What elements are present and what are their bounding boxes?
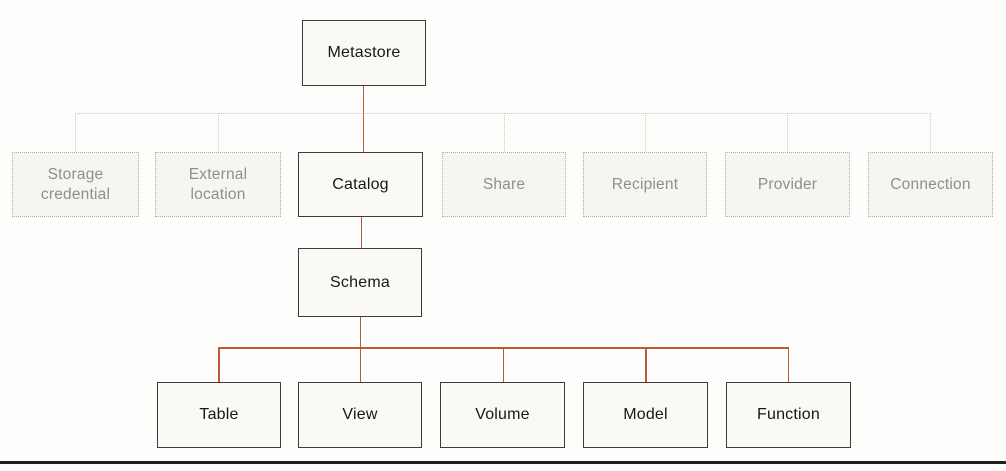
node-recipient-label: Recipient [611, 175, 679, 193]
node-table-label: Table [199, 406, 239, 423]
connector-metastore-catalog [362, 86, 364, 152]
node-storage-credential: Storage credential [12, 152, 139, 217]
node-view: View [298, 382, 422, 448]
node-catalog-label: Catalog [332, 175, 389, 193]
node-table: Table [157, 382, 281, 448]
node-connection: Connection [868, 152, 993, 217]
node-model-label: Model [623, 406, 668, 423]
node-provider: Provider [725, 152, 850, 217]
node-share-label: Share [482, 175, 526, 193]
connector-catalog-schema [360, 217, 362, 248]
node-external-location-label: External location [188, 166, 248, 203]
dotted-connector-stub-share [504, 113, 505, 152]
node-volume: Volume [440, 382, 565, 448]
dotted-connector-horizontal [75, 113, 930, 114]
dotted-connector-stub-storage-credential [75, 113, 76, 152]
node-storage-credential-label: Storage credential [40, 166, 111, 203]
node-function: Function [726, 382, 851, 448]
node-view-label: View [342, 406, 378, 423]
node-recipient: Recipient [583, 152, 707, 217]
node-volume-label: Volume [475, 406, 530, 423]
node-provider-label: Provider [757, 175, 818, 193]
connector-stub-function [787, 347, 789, 382]
connector-schema-down [359, 317, 361, 347]
connector-stub-view [359, 347, 361, 382]
node-catalog: Catalog [298, 152, 423, 217]
dotted-connector-stub-connection [930, 113, 931, 152]
dotted-connector-stub-provider [787, 113, 788, 152]
node-function-label: Function [757, 406, 820, 423]
node-schema: Schema [298, 248, 422, 317]
dotted-connector-stub-external-location [218, 113, 219, 152]
connector-stub-volume [502, 347, 504, 382]
connector-stub-table [218, 347, 220, 382]
node-connection-label: Connection [890, 175, 971, 193]
node-model: Model [583, 382, 708, 448]
bottom-divider-rule [0, 461, 1006, 464]
connector-stub-model [645, 347, 647, 382]
node-external-location: External location [155, 152, 281, 217]
dotted-connector-stub-recipient [645, 113, 646, 152]
node-metastore-label: Metastore [327, 44, 401, 61]
node-schema-label: Schema [330, 273, 390, 291]
node-metastore: Metastore [302, 20, 426, 86]
node-share: Share [442, 152, 566, 217]
